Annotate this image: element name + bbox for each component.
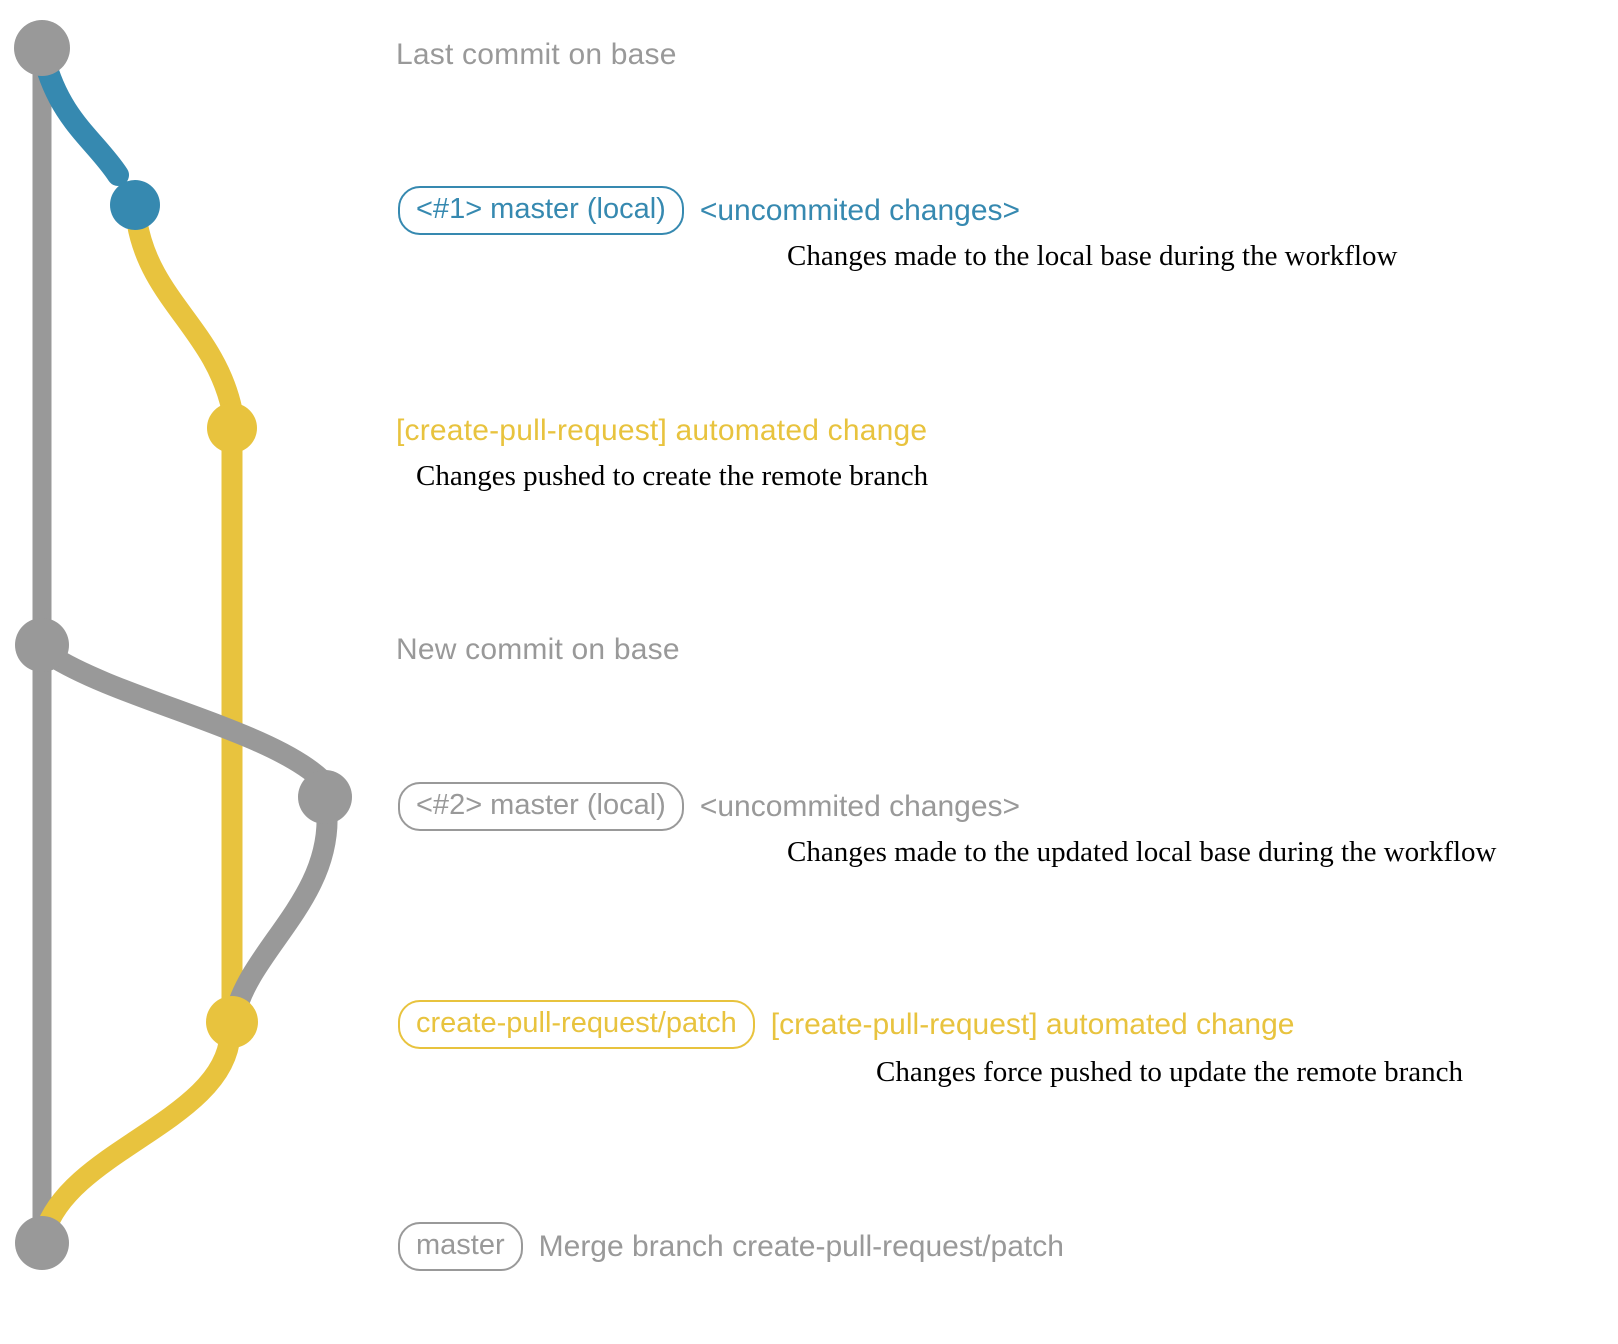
row-new-commit-on-base: New commit on base [396, 633, 680, 667]
label-automated-change-1: [create-pull-request] automated change [396, 414, 928, 447]
edge-local-2-to-patch-2 [224, 804, 338, 1026]
commit-node-patch-2 [206, 996, 258, 1048]
commit-node-patch-1 [207, 403, 257, 453]
edge-base-2-to-local-2 [39, 644, 333, 791]
badge-create-pull-request-patch[interactable]: create-pull-request/patch [398, 1000, 755, 1049]
label-last-commit-on-base: Last commit on base [396, 38, 677, 71]
description-local-changes-2: Changes made to the updated local base d… [787, 836, 1497, 868]
description-local-changes-1: Changes made to the local base during th… [787, 240, 1398, 272]
badge-local-master-1[interactable]: <#1> master (local) [398, 186, 684, 235]
message-automated-change-2: [create-pull-request] automated change [770, 1007, 1295, 1041]
row-commit-1-local-master: <#1> master (local) <uncommited changes> [398, 186, 1020, 235]
badge-local-master-2[interactable]: <#2> master (local) [398, 782, 684, 831]
description-force-pushed-remote-branch: Changes force pushed to update the remot… [876, 1056, 1464, 1088]
edge-local-1-to-patch [126, 211, 243, 421]
message-uncommited-changes-2: <uncommited changes> [699, 789, 1021, 823]
commit-graph-svg [14, 20, 352, 1270]
commit-node-new-base [15, 618, 69, 672]
row-commit-2-automated-change: [create-pull-request] automated change [396, 414, 927, 448]
commit-node-local-1 [110, 180, 160, 230]
message-merge-branch: Merge branch create-pull-request/patch [538, 1229, 1064, 1263]
edge-base-to-local-1 [33, 47, 129, 186]
row-commit-4-patch-branch: create-pull-request/patch [create-pull-r… [398, 1000, 1294, 1049]
row-last-commit-on-base: Last commit on base [396, 38, 677, 72]
badge-master[interactable]: master [398, 1222, 523, 1271]
commit-node-last-base [14, 20, 70, 76]
row-commit-5-merge-master: master Merge branch create-pull-request/… [398, 1222, 1064, 1271]
label-new-commit-on-base: New commit on base [396, 633, 680, 666]
commit-node-merge-master [15, 1216, 69, 1270]
commit-node-local-2 [298, 770, 352, 824]
message-uncommited-changes-1: <uncommited changes> [699, 193, 1021, 227]
edge-patch-2-to-merge [34, 1024, 241, 1243]
description-pushed-remote-branch: Changes pushed to create the remote bran… [416, 460, 929, 492]
row-commit-3-local-master-updated: <#2> master (local) <uncommited changes> [398, 782, 1020, 831]
